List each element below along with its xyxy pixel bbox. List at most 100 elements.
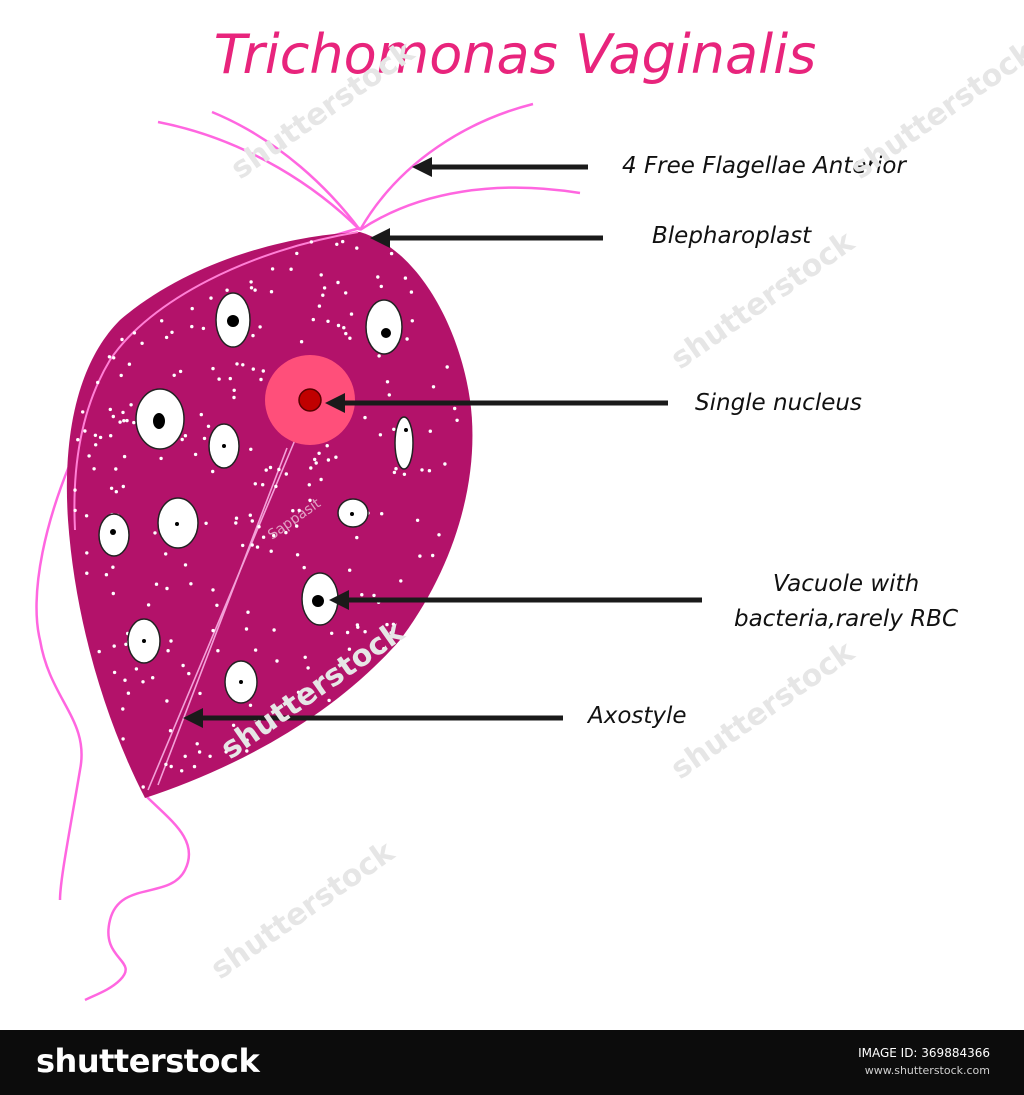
granule-dot: [313, 457, 317, 462]
cell-body: [66, 232, 473, 798]
granule-dot: [141, 680, 145, 684]
granule-dot: [209, 296, 213, 300]
granule-dot: [379, 284, 383, 289]
granule-dot: [126, 691, 131, 695]
granule-dot: [104, 573, 109, 577]
recurrent-flagellum: [84, 794, 191, 1002]
granule-dot: [122, 454, 127, 459]
granule-dot: [244, 627, 249, 631]
granule-dot: [399, 579, 403, 583]
granule-dot: [336, 280, 340, 285]
granule-dot: [165, 586, 169, 591]
vacuole: [337, 498, 369, 528]
granule-dot: [309, 466, 313, 470]
watermark: shutterstock: [845, 34, 1024, 187]
granule-dot: [141, 785, 145, 789]
axostyle-line-1: [147, 439, 296, 791]
granule-dot: [418, 554, 422, 558]
granule-dot: [107, 355, 112, 359]
granule-dot: [169, 764, 173, 769]
granule-dot: [261, 369, 265, 373]
granule-dot: [109, 486, 114, 490]
granule-dot: [258, 325, 262, 329]
granule-dot: [257, 525, 261, 529]
granule-dot: [164, 335, 169, 340]
granule-dot: [73, 508, 77, 513]
granule-dot: [330, 631, 334, 635]
granule-dot: [197, 750, 202, 754]
granule-dot: [445, 365, 449, 369]
granule-dot: [92, 467, 96, 471]
granule-dot: [181, 663, 185, 668]
granule-dot: [335, 242, 339, 246]
vacuole: [365, 299, 403, 355]
granule-dot: [355, 623, 360, 627]
granule-dot: [211, 366, 215, 371]
granule-dot: [190, 306, 194, 311]
granule-dot: [270, 267, 275, 271]
granule-dot: [234, 521, 238, 525]
granule-dot: [125, 418, 129, 423]
granule-dot: [140, 341, 144, 345]
vacuole: [127, 618, 161, 664]
granule-dot: [325, 444, 329, 448]
granule-dot: [347, 647, 352, 651]
granule-dot: [289, 267, 293, 271]
granule-dot: [216, 649, 220, 653]
granule-dot: [269, 290, 274, 294]
granule-dot: [291, 509, 295, 513]
granule-dot: [85, 551, 89, 555]
granule-dot: [327, 698, 331, 703]
granule-dot: [122, 419, 126, 423]
granule-dot: [73, 488, 77, 492]
label-vacuole-line1: Vacuole with: [773, 571, 919, 597]
granule-dot: [121, 707, 125, 711]
granule-dot: [215, 603, 219, 607]
granule-dot: [111, 591, 116, 596]
anterior-flagellum: [157, 120, 361, 231]
granule-dot: [228, 376, 232, 381]
granule-dot: [307, 483, 311, 487]
granule-dot: [311, 317, 315, 322]
granule-dot: [206, 424, 211, 428]
granule-dot: [264, 468, 268, 472]
granule-dot: [87, 454, 91, 458]
granule-dot: [249, 286, 254, 290]
granule-dot: [224, 750, 228, 754]
granule-dot: [119, 373, 123, 378]
granule-dot: [403, 276, 408, 280]
granule-dot: [151, 676, 155, 680]
granule-dot: [355, 246, 359, 250]
granule-dot: [341, 239, 345, 244]
footer-brand: shutterstock: [36, 1042, 260, 1080]
granule-dot: [309, 240, 314, 244]
granule-dot: [295, 524, 299, 528]
granule-dot: [272, 533, 276, 538]
granule-dot: [255, 545, 260, 549]
granule-dot: [348, 568, 352, 572]
granule-dot: [306, 666, 310, 670]
granule-dot: [190, 324, 194, 329]
granule-dot: [443, 462, 447, 466]
granule-dot: [111, 565, 115, 569]
granule-dot: [302, 565, 306, 570]
granule-dot: [389, 251, 394, 256]
granule-dot: [427, 469, 432, 473]
granule-dot: [295, 553, 300, 557]
granule-dot: [114, 490, 119, 494]
granule-dot: [160, 319, 164, 323]
granule-dot: [296, 690, 301, 694]
granule-dot: [84, 514, 89, 518]
granule-dot: [164, 762, 168, 767]
granule-dot: [336, 323, 341, 328]
granule-dot: [355, 535, 359, 540]
granule-dot: [249, 280, 253, 284]
granule-dot: [232, 395, 236, 400]
granule-dot: [363, 630, 367, 634]
label-axostyle: Axostyle: [586, 703, 687, 729]
granule-dot: [420, 468, 424, 472]
granule-dot: [192, 764, 197, 769]
blepharoplast-pointer: [370, 228, 603, 248]
granule-dot: [284, 530, 288, 535]
granule-dot: [348, 336, 352, 340]
